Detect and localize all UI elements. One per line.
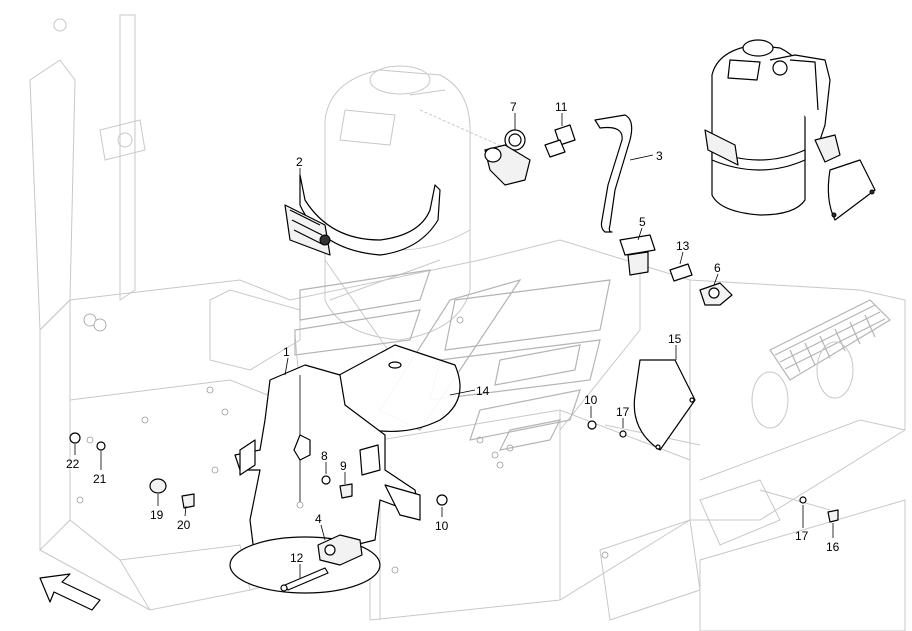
fasteners xyxy=(69,420,839,523)
callout-10-center: 10 xyxy=(435,519,449,533)
part-5-inline-filter xyxy=(619,234,656,276)
part-17-washer-a xyxy=(619,430,627,438)
callout-16: 16 xyxy=(826,540,840,554)
body-holes xyxy=(76,313,609,574)
callout-1: 1 xyxy=(283,345,290,359)
callout-22: 22 xyxy=(66,457,80,471)
part-9-screw xyxy=(339,483,353,499)
callout-labels: 1 2 3 4 5 6 7 8 9 10 10 11 12 13 14 15 1… xyxy=(66,100,840,565)
part-7-regulator-gauge xyxy=(484,129,531,186)
callout-7: 7 xyxy=(510,100,517,114)
part-22-nut xyxy=(69,432,81,444)
ghost-tank xyxy=(324,65,471,341)
callout-17-right: 17 xyxy=(616,405,630,419)
part-4-clamp-block xyxy=(317,534,363,566)
callout-10-right: 10 xyxy=(584,393,598,407)
callout-2: 2 xyxy=(296,155,303,169)
part-1-mounting-bracket xyxy=(234,364,421,561)
callout-19: 19 xyxy=(150,508,164,522)
part-19-plug xyxy=(149,478,167,494)
part-12-long-bolt xyxy=(280,567,329,592)
part-11-tee-fitting xyxy=(544,124,576,158)
part-10-nut-a xyxy=(587,420,597,430)
callout-12: 12 xyxy=(290,551,304,565)
leader-lines xyxy=(74,113,834,578)
callout-6: 6 xyxy=(714,261,721,275)
callout-3: 3 xyxy=(656,149,663,163)
callout-17-far: 17 xyxy=(795,529,809,543)
part-2-tank-strap xyxy=(284,174,441,256)
part-16-screw xyxy=(827,509,839,523)
part-21-washer xyxy=(96,441,106,451)
part-20-screw xyxy=(181,493,195,509)
callout-9: 9 xyxy=(340,459,347,473)
part-3-hose xyxy=(594,114,633,233)
callout-14: 14 xyxy=(476,384,490,398)
callout-4: 4 xyxy=(315,512,322,526)
callout-11: 11 xyxy=(555,100,568,114)
part-6-elbow-valve xyxy=(699,282,733,306)
deck-grating xyxy=(774,304,886,373)
part-15-cover-flap xyxy=(633,359,696,451)
callout-13: 13 xyxy=(676,239,690,253)
front-direction-arrow-icon xyxy=(39,573,101,611)
callout-21: 21 xyxy=(93,472,107,486)
callout-8: 8 xyxy=(321,449,328,463)
callout-20: 20 xyxy=(177,518,191,532)
callout-15: 15 xyxy=(668,332,682,346)
inset-assembled-tank xyxy=(704,39,876,221)
part-8-washer xyxy=(321,475,331,485)
callout-5: 5 xyxy=(639,215,646,229)
part-10-nut-b xyxy=(436,494,448,506)
part-17-washer-b xyxy=(799,496,807,504)
part-13-adapter xyxy=(669,263,693,282)
